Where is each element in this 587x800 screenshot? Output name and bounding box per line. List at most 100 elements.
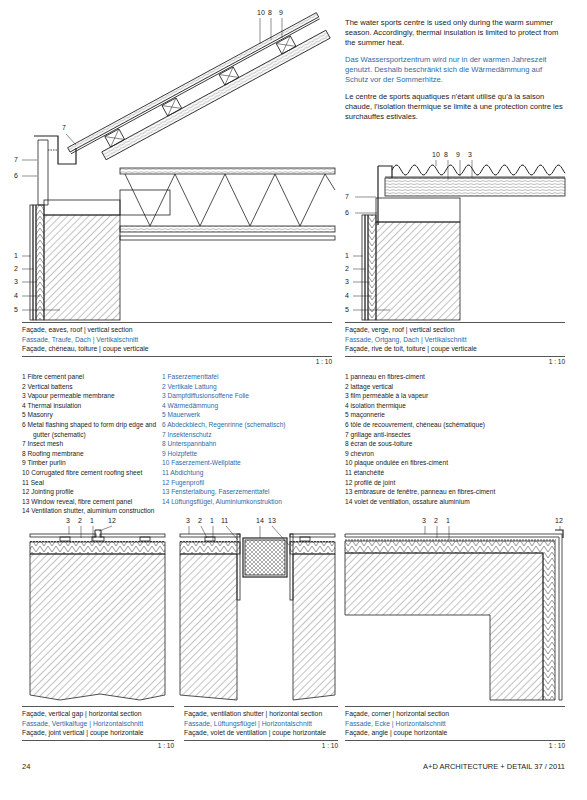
callout-number: 7 [14, 156, 18, 164]
leader-line [226, 526, 238, 540]
callout-number: 4 [14, 292, 18, 300]
legend-item: 7 Insect mesh [22, 439, 158, 449]
cap-block: Façade, eaves, roof | vertical sectionFa… [22, 322, 332, 366]
callout-number: 3 [422, 517, 426, 525]
callout-number: 2 [198, 517, 202, 525]
callout-number: 6 [345, 209, 349, 217]
callout-number: 11 [221, 517, 228, 525]
cap-block: Façade, vertical gap | horizontal sectio… [22, 706, 174, 750]
vertical-gap-section [140, 537, 150, 541]
journal-name: A+D ARCHITECTURE + DETAIL 37 / 2011 [423, 762, 565, 771]
intro-block: The water sports centre is used only dur… [345, 18, 567, 129]
leader-line [93, 526, 94, 541]
leader-line [436, 160, 437, 166]
caption-line: Façade, joint vertical | coupe horizonta… [22, 728, 174, 738]
legend-item: 9 chevron [345, 449, 565, 459]
legend-item: 2 Vertical battens [22, 382, 158, 392]
callout-number: 7 [62, 124, 66, 132]
leader-line [272, 526, 289, 545]
shutter-section [180, 534, 335, 700]
leader-line [260, 526, 261, 538]
leg-block: 1 panneau en fibres-ciment2 lattage vert… [345, 372, 565, 506]
leader-line [353, 269, 366, 270]
callout-number: 6 [14, 172, 18, 180]
callout-number: 2 [78, 517, 82, 525]
verge-section [385, 178, 565, 196]
caption-line: Fassade, Traufe, Dach | Vertikalschnitt [22, 335, 332, 345]
shutter-section [243, 538, 287, 577]
legend-item: 7 Insektenschutz [162, 430, 312, 440]
legend-item: 13 Window reveal, fibre cement panel [22, 497, 158, 507]
eaves-section [48, 150, 58, 151]
callout-number: 7 [345, 193, 349, 201]
callout-number: 4 [345, 292, 349, 300]
legend-item: 1 Faserzementtafel [162, 372, 312, 382]
verge-section [376, 198, 460, 222]
vertical-gap-section [92, 537, 104, 541]
verge-section [362, 215, 365, 320]
legend-item: 14 Ventilation shutter, aluminium constr… [22, 506, 158, 516]
legend-item: 14 Lüftungsflügel, Aluminiumkonstruktion [162, 497, 312, 507]
caption-line: Fassade, Ecke | Horizontalschnitt [345, 719, 565, 729]
legend-item: 11 étanchéité [345, 468, 565, 478]
leader-line [353, 282, 370, 283]
eaves-section [44, 215, 120, 320]
shutter-section [180, 554, 237, 700]
verge-section [376, 222, 460, 320]
shutter-section [180, 542, 240, 554]
shutter-section [245, 540, 285, 575]
legend-item: 8 écran de sous-toiture [345, 439, 565, 449]
intro-text: Das Wassersportzentrum wird nur in der w… [345, 55, 567, 85]
caption-line: Façade, volet de ventilation | coupe hor… [184, 728, 338, 738]
legend-item: 5 maçonnerie [345, 410, 565, 420]
verge-section [368, 215, 376, 320]
callout-number: 9 [456, 151, 460, 159]
eaves-section [34, 136, 76, 164]
eaves-section [71, 19, 320, 154]
callout-number: 12 [555, 517, 563, 525]
legend-item: 11 Seal [22, 478, 158, 488]
callout-number: 3 [66, 517, 70, 525]
corner-section [345, 553, 543, 700]
leader-line [22, 160, 37, 161]
callout-number: 5 [345, 306, 349, 314]
legend-item: 12 Fugenprofil [162, 478, 312, 488]
verge-section [392, 165, 565, 175]
legend-item: 1 Fibre cement panel [22, 372, 158, 382]
eaves-section [30, 205, 33, 320]
vertical-gap-section [30, 542, 165, 554]
legend-item: 7 grillage anti-insectes [345, 430, 565, 440]
cap-block: Façade, verge, roof | vertical sectionFa… [345, 322, 565, 366]
scale-label: 1 : 10 [184, 740, 338, 750]
callout-number: 2 [345, 265, 349, 273]
caption-line: Façade, eaves, roof | vertical section [22, 325, 332, 335]
leader-line [22, 282, 37, 283]
eaves-section [44, 200, 120, 215]
callout-number: 1 [210, 517, 214, 525]
callout-number: 13 [268, 517, 276, 525]
callout-number: 8 [268, 9, 272, 17]
scale-label: 1 : 10 [345, 740, 565, 750]
legend-item: 3 Dampfdiffusionsoffene Folie [162, 391, 312, 401]
corner-section [345, 534, 562, 700]
eaves-section [120, 190, 170, 215]
leader-line [353, 296, 372, 297]
leader-line [353, 310, 390, 311]
shutter-section [293, 554, 335, 700]
scale-label: 1 : 10 [22, 740, 174, 750]
leader-line [449, 526, 450, 540]
vertical-gap-section [95, 530, 101, 537]
leader-line [448, 160, 449, 180]
vertical-gap-section [30, 534, 96, 537]
leader-line [437, 526, 438, 538]
leader-line [353, 256, 363, 257]
eaves-section [102, 30, 330, 160]
legend-item: 14 volet de ventilation, ossature alumin… [345, 497, 565, 507]
leader-line [282, 18, 283, 38]
callout-number: 10 [257, 9, 265, 17]
verge-section [378, 166, 392, 225]
legend-item: 6 Metal flashing shaped to form drip edg… [22, 420, 158, 439]
legend-item: 13 Fensterlaibung, Faserzementtafel [162, 487, 312, 497]
leader-line [425, 526, 426, 534]
shutter-section [290, 534, 335, 537]
